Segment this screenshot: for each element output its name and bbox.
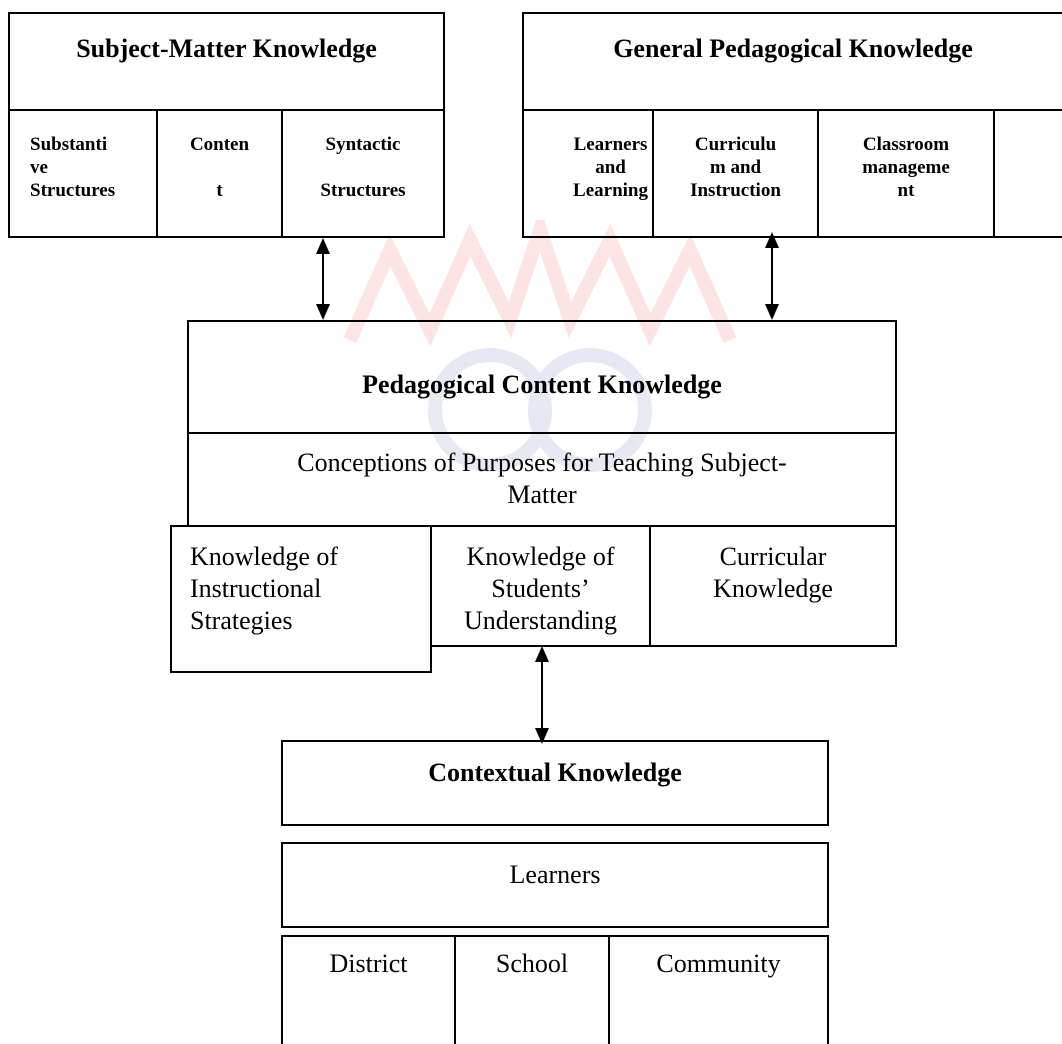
district-label: District <box>329 949 408 978</box>
learners-and-learning-label: Learners and Learning <box>573 134 648 201</box>
subject-matter-cell-syntactic: Syntactic Structures <box>281 109 445 238</box>
substantive-structures-label: Substanti ve Structures <box>30 134 116 201</box>
community-label: Community <box>656 949 781 978</box>
curriculum-and-instruction-label: Curriculu m and Instruction <box>690 134 781 201</box>
general-pedagogical-cell-classroom: Classroom manageme nt <box>817 109 995 238</box>
contextual-cell-community: Community <box>608 935 829 1044</box>
arrow-subject-to-pck <box>316 238 330 320</box>
contextual-title-box: Contextual Knowledge <box>281 740 829 826</box>
classroom-management-label: Classroom manageme nt <box>862 134 950 201</box>
pck-cell-students-understanding: Knowledge of Students’ Understanding <box>430 525 651 647</box>
syntactic-structures-label: Syntactic Structures <box>320 134 406 201</box>
pck-cell-curricular-knowledge: Curricular Knowledge <box>649 525 897 647</box>
instructional-strategies-label: Knowledge of Instructional Strategies <box>190 542 339 635</box>
watermark-seal <box>343 220 737 472</box>
students-understanding-label: Knowledge of Students’ Understanding <box>463 542 618 635</box>
contextual-title: Contextual Knowledge <box>428 758 682 787</box>
arrow-pck-to-contextual <box>535 646 549 744</box>
general-pedagogical-cell-empty <box>993 109 1062 238</box>
curricular-knowledge-label: Curricular Knowledge <box>713 542 833 603</box>
contextual-cell-school: School <box>454 935 610 1044</box>
contextual-learners-box: Learners <box>281 842 829 928</box>
arrow-general-to-pck <box>765 232 779 320</box>
general-pedagogical-cell-learners: Learners and Learning <box>522 109 654 238</box>
contextual-learners-label: Learners <box>509 860 601 889</box>
general-pedagogical-title: General Pedagogical Knowledge <box>613 34 973 63</box>
subject-matter-cell-substantive: Substanti ve Structures <box>8 109 158 238</box>
pck-purposes-label: Conceptions of Purposes for Teaching Sub… <box>297 448 787 509</box>
content-label: Conten t <box>189 134 250 201</box>
general-pedagogical-title-box: General Pedagogical Knowledge <box>522 12 1062 111</box>
school-label: School <box>495 949 569 978</box>
subject-matter-title: Subject-Matter Knowledge <box>76 34 377 63</box>
pck-title: Pedagogical Content Knowledge <box>362 370 722 399</box>
